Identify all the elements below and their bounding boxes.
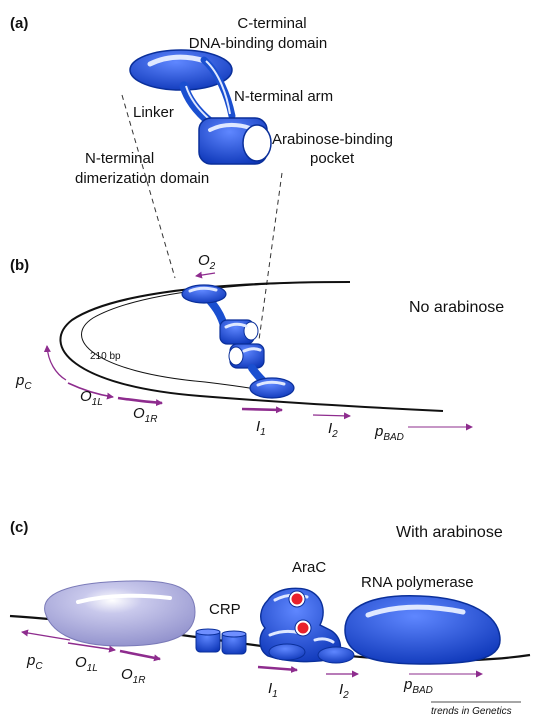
- i2-label-b: I2: [328, 420, 338, 440]
- dimerization-label-2: dimerization domain: [75, 170, 209, 187]
- c-terminal-label-2: DNA-binding domain: [189, 35, 327, 52]
- c-terminal-label-1: C-terminal: [237, 15, 306, 32]
- o2-arrow: [196, 273, 215, 276]
- arabinose-pocket-shape: [243, 125, 271, 161]
- journal-credit: trends in Genetics: [431, 706, 512, 717]
- pbad-label-b: pBAD: [374, 423, 404, 443]
- o1r-label-b: O1R: [133, 405, 157, 425]
- rna-polymerase: [345, 596, 500, 664]
- panel-b-label: (b): [10, 257, 29, 274]
- pc-label-b: pC: [15, 372, 32, 392]
- crp-label: CRP: [209, 601, 241, 618]
- o2-label: O2: [198, 252, 216, 272]
- arac-dimer-bound: [260, 588, 354, 663]
- o1l-label-c: O1L: [75, 654, 98, 674]
- n-terminal-arm-label: N-terminal arm: [234, 88, 333, 105]
- arabinose-pocket-label-1: Arabinose-binding: [272, 131, 393, 148]
- with-arabinose-label: With arabinose: [396, 524, 503, 541]
- dimerization-label-1: N-terminal: [85, 150, 154, 167]
- o1l-label-b: O1L: [80, 388, 103, 408]
- panel-c-label: (c): [10, 519, 28, 536]
- pale-protein: [45, 581, 195, 646]
- no-arabinose-label: No arabinose: [409, 299, 504, 316]
- i1-label-b: I1: [256, 418, 266, 438]
- i1-arrow-c: [258, 667, 297, 670]
- o1r-label-c: O1R: [121, 666, 145, 686]
- arabinose-bottom: [298, 623, 309, 634]
- pbad-label-c: pBAD: [403, 676, 433, 696]
- pc-label-c: pC: [26, 652, 43, 672]
- linker-label: Linker: [133, 104, 174, 121]
- i2-arrow-b: [313, 415, 350, 416]
- arabinose-top: [292, 594, 303, 605]
- arac-label: AraC: [292, 559, 326, 576]
- i2-label-c: I2: [339, 681, 349, 701]
- loop-size-label: 210 bp: [90, 351, 121, 362]
- i1-arrow-b: [242, 409, 282, 410]
- panel-a-label: (a): [10, 15, 28, 32]
- i1-label-c: I1: [268, 680, 278, 700]
- o1r-arrow-b: [118, 398, 162, 403]
- rna-polymerase-label: RNA polymerase: [361, 574, 474, 591]
- arabinose-pocket-label-2: pocket: [310, 150, 355, 167]
- zoom-line-right: [259, 173, 282, 340]
- o1r-arrow-c: [120, 651, 160, 659]
